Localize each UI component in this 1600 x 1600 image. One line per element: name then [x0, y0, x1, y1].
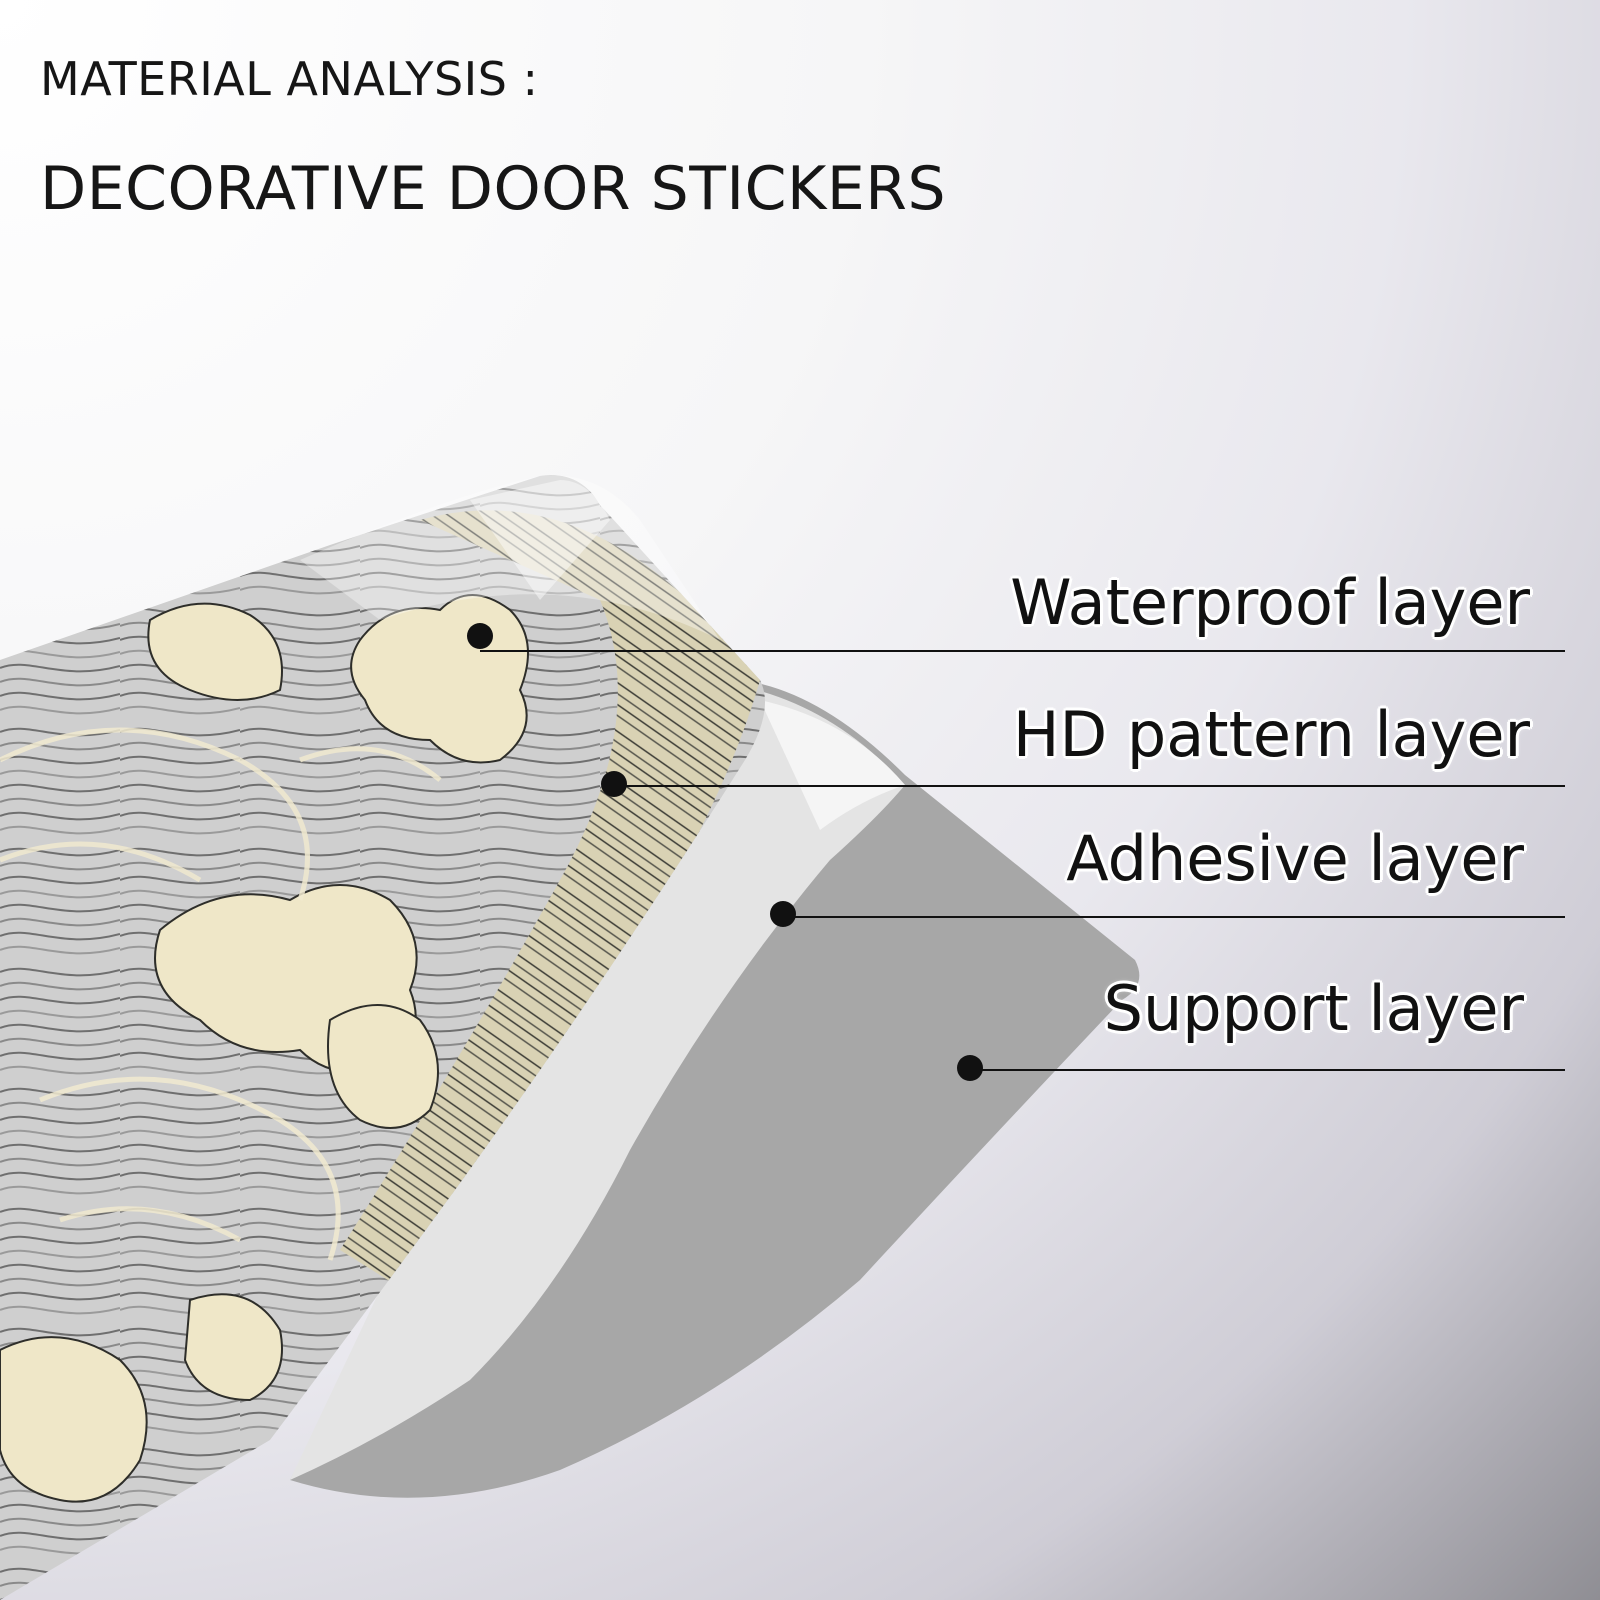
label-waterproof-layer: Waterproof layer — [1010, 566, 1530, 639]
callout-dot — [957, 1055, 983, 1081]
foam-crest-shape — [183, 1293, 283, 1402]
foam-crest-shape — [0, 1336, 148, 1503]
waterproof-layer-film — [300, 475, 720, 640]
heading-line-1: MATERIAL ANALYSIS : — [40, 52, 539, 106]
callout-waterproof — [467, 623, 1565, 652]
callout-support — [957, 1055, 1565, 1081]
callout-dot — [467, 623, 493, 649]
foam-crest-shape — [147, 602, 283, 701]
callout-adhesive — [770, 901, 1565, 927]
adhesive-layer-sheet — [290, 680, 905, 1480]
waterproof-layer-gloss — [470, 480, 610, 600]
label-adhesive-layer: Adhesive layer — [1066, 822, 1524, 895]
foam-crest-shape — [327, 1004, 439, 1129]
callout-hd-pattern — [601, 771, 1565, 797]
callout-dot — [770, 901, 796, 927]
callout-dot — [601, 771, 627, 797]
adhesive-layer-highlight — [760, 700, 905, 830]
heading-line-2: DECORATIVE DOOR STICKERS — [40, 154, 947, 224]
label-hd-pattern-layer: HD pattern layer — [1012, 698, 1530, 771]
label-support-layer: Support layer — [1103, 972, 1524, 1045]
